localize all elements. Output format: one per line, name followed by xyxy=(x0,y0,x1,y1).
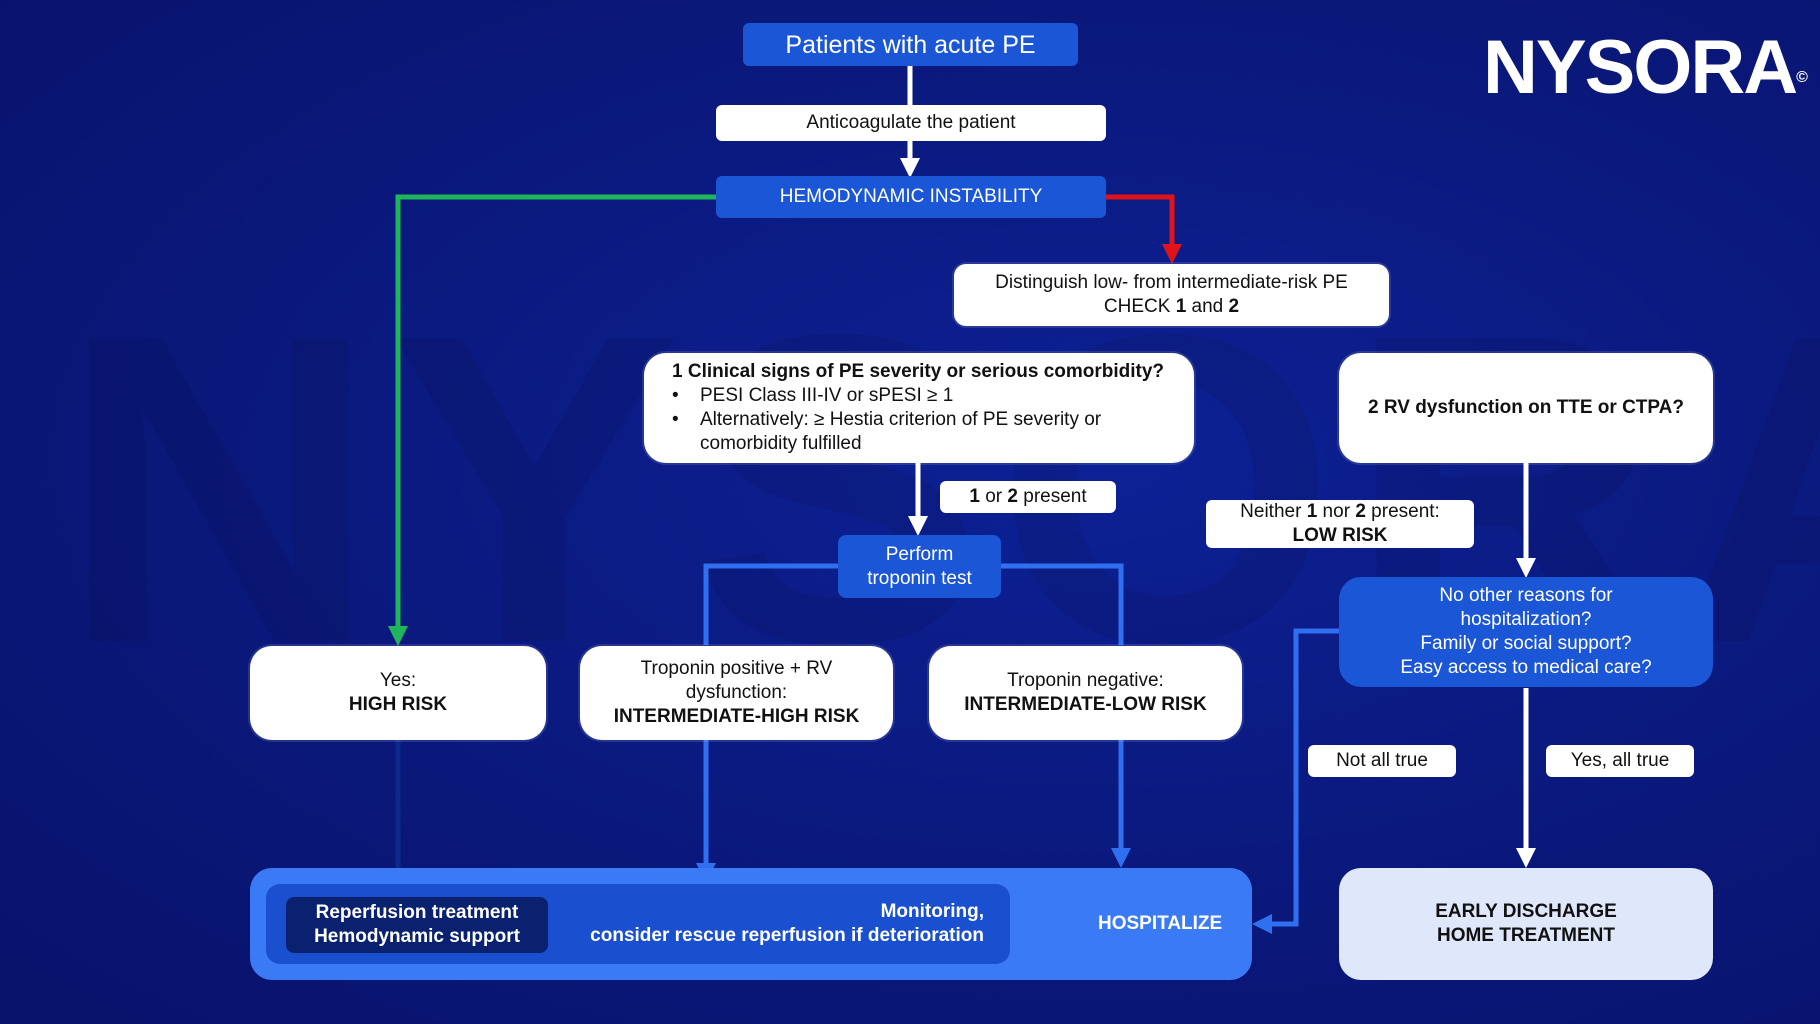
clinical-bullet-2: •Alternatively: ≥ Hestia criterion of PE… xyxy=(672,409,1102,454)
node-hospitalization-questions: No other reasons for hospitalization? Fa… xyxy=(1339,577,1713,687)
clinical-bullet-1: •PESI Class III-IV or sPESI ≥ 1 xyxy=(672,385,954,406)
arrow-troponin-right xyxy=(1000,563,1124,645)
label-not-all-true: Not all true xyxy=(1308,745,1456,777)
label-one-or-two-present: 1 or 2 present xyxy=(940,481,1116,513)
node-early-discharge: EARLY DISCHARGE HOME TREATMENT xyxy=(1339,868,1713,980)
node-troponin-test: Perform troponin test xyxy=(838,535,1001,598)
arrow-red-no xyxy=(1105,194,1182,264)
arrow-troponin-left xyxy=(703,563,840,645)
arrow-green-yes xyxy=(388,194,716,646)
nysora-logo: NYSORA© xyxy=(1483,25,1808,110)
node-rv-dysfunction: 2 RV dysfunction on TTE or CTPA? xyxy=(1339,353,1713,463)
hospitalize-inner: Reperfusion treatment Hemodynamic suppor… xyxy=(266,884,1010,964)
node-hospitalize: Reperfusion treatment Hemodynamic suppor… xyxy=(250,868,1252,980)
clinical-title: 1 Clinical signs of PE severity or serio… xyxy=(672,361,1165,382)
node-start: Patients with acute PE xyxy=(743,23,1078,66)
node-intermediate-low-risk: Troponin negative: INTERMEDIATE-LOW RISK xyxy=(929,646,1242,740)
node-hemodynamic-instability: HEMODYNAMIC INSTABILITY xyxy=(716,176,1106,218)
node-high-risk: Yes: HIGH RISK xyxy=(250,646,546,740)
hospitalize-label: HOSPITALIZE xyxy=(1098,913,1223,934)
monitoring-text: Monitoring, consider rescue reperfusion … xyxy=(590,901,984,946)
arrow-notalltrue xyxy=(1252,628,1340,934)
node-intermediate-high-risk: Troponin positive + RV dysfunction: INTE… xyxy=(580,646,893,740)
node-anticoagulate: Anticoagulate the patient xyxy=(716,105,1106,141)
reperfusion-box: Reperfusion treatment Hemodynamic suppor… xyxy=(286,897,548,953)
node-clinical-signs: 1 Clinical signs of PE severity or serio… xyxy=(644,353,1194,463)
node-distinguish: Distinguish low- from intermediate-risk … xyxy=(954,264,1389,326)
label-neither-low-risk: Neither 1 nor 2 present: LOW RISK xyxy=(1206,500,1474,548)
label-yes-all-true: Yes, all true xyxy=(1546,745,1694,777)
